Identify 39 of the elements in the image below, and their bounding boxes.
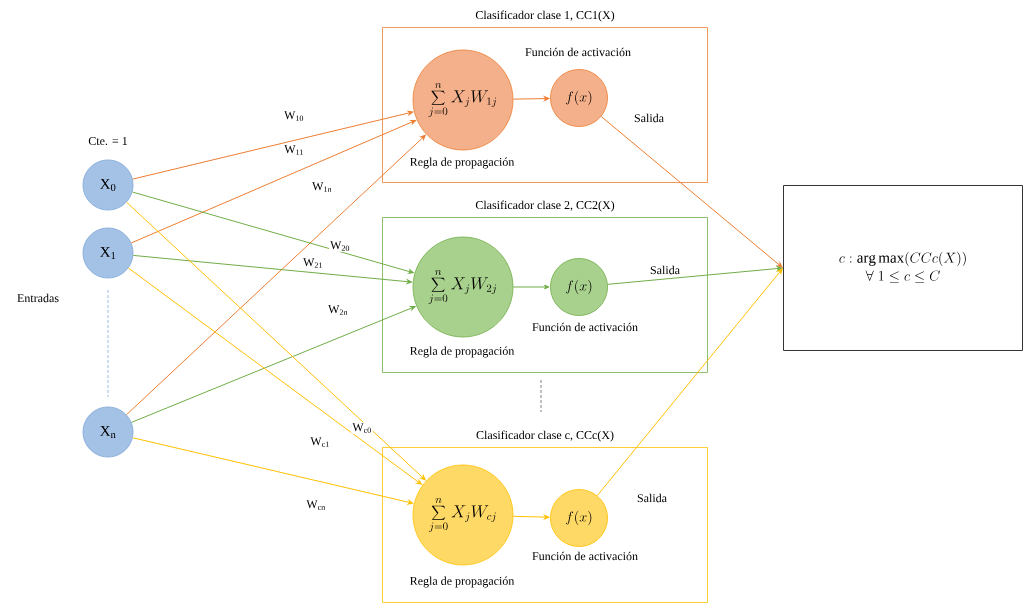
arrow bbox=[127, 267, 422, 485]
arrow bbox=[132, 254, 413, 284]
arrow bbox=[600, 116, 783, 268]
node-caption: Regla de propagación bbox=[410, 346, 515, 358]
edge-label: Salida bbox=[650, 265, 680, 275]
node-label: Clasificador clase 2, CC2(X) bbox=[475, 200, 615, 212]
edge-label: W$_{10}$ bbox=[284, 111, 304, 121]
edge-label: W$_{cn}$ bbox=[306, 500, 326, 510]
arrow bbox=[132, 110, 414, 180]
edge-label: W$_{2n}$ bbox=[328, 305, 348, 315]
arrow bbox=[132, 437, 414, 505]
arrow bbox=[512, 284, 550, 290]
side-label: Entradas bbox=[17, 293, 59, 303]
edge-label: Salida bbox=[634, 113, 664, 123]
arrow bbox=[126, 201, 426, 481]
arrow bbox=[130, 119, 417, 244]
edge-label: W$_{11}$ bbox=[284, 145, 303, 155]
node-caption: Función de activación bbox=[532, 322, 638, 332]
node-caption: Función de activación bbox=[532, 551, 638, 561]
arrow bbox=[512, 96, 550, 101]
edge-label: Salida bbox=[637, 493, 667, 503]
arrow bbox=[607, 266, 783, 285]
node-caption: Regla de propagación bbox=[410, 576, 515, 588]
node-caption: Cte. = 1 bbox=[88, 136, 127, 146]
edge-label: W$_{20}$ bbox=[330, 241, 350, 251]
edge-label: W$_{1n}$ bbox=[312, 182, 332, 192]
arrow bbox=[596, 268, 783, 497]
arrow bbox=[126, 134, 426, 416]
output-box: $\begin{array}{c} c : \arg\max(CCc(X)) \\ \forall\; 1 \le c \le C \end{array}$ bbox=[783, 185, 1023, 351]
edge-label: W$_{c0}$ bbox=[352, 423, 371, 433]
arrow bbox=[131, 305, 416, 423]
node-caption: Regla de propagación bbox=[410, 157, 515, 169]
node-label: Clasificador clase 1, CC1(X) bbox=[475, 10, 615, 22]
edge-label: W$_{c1}$ bbox=[310, 437, 329, 447]
node-caption: Función de activación bbox=[525, 47, 631, 57]
arrow bbox=[512, 514, 550, 520]
arrow bbox=[131, 191, 414, 274]
node-label: Clasificador clase c, CCc(X) bbox=[476, 430, 614, 442]
edge-label: W$_{21}$ bbox=[303, 258, 322, 268]
